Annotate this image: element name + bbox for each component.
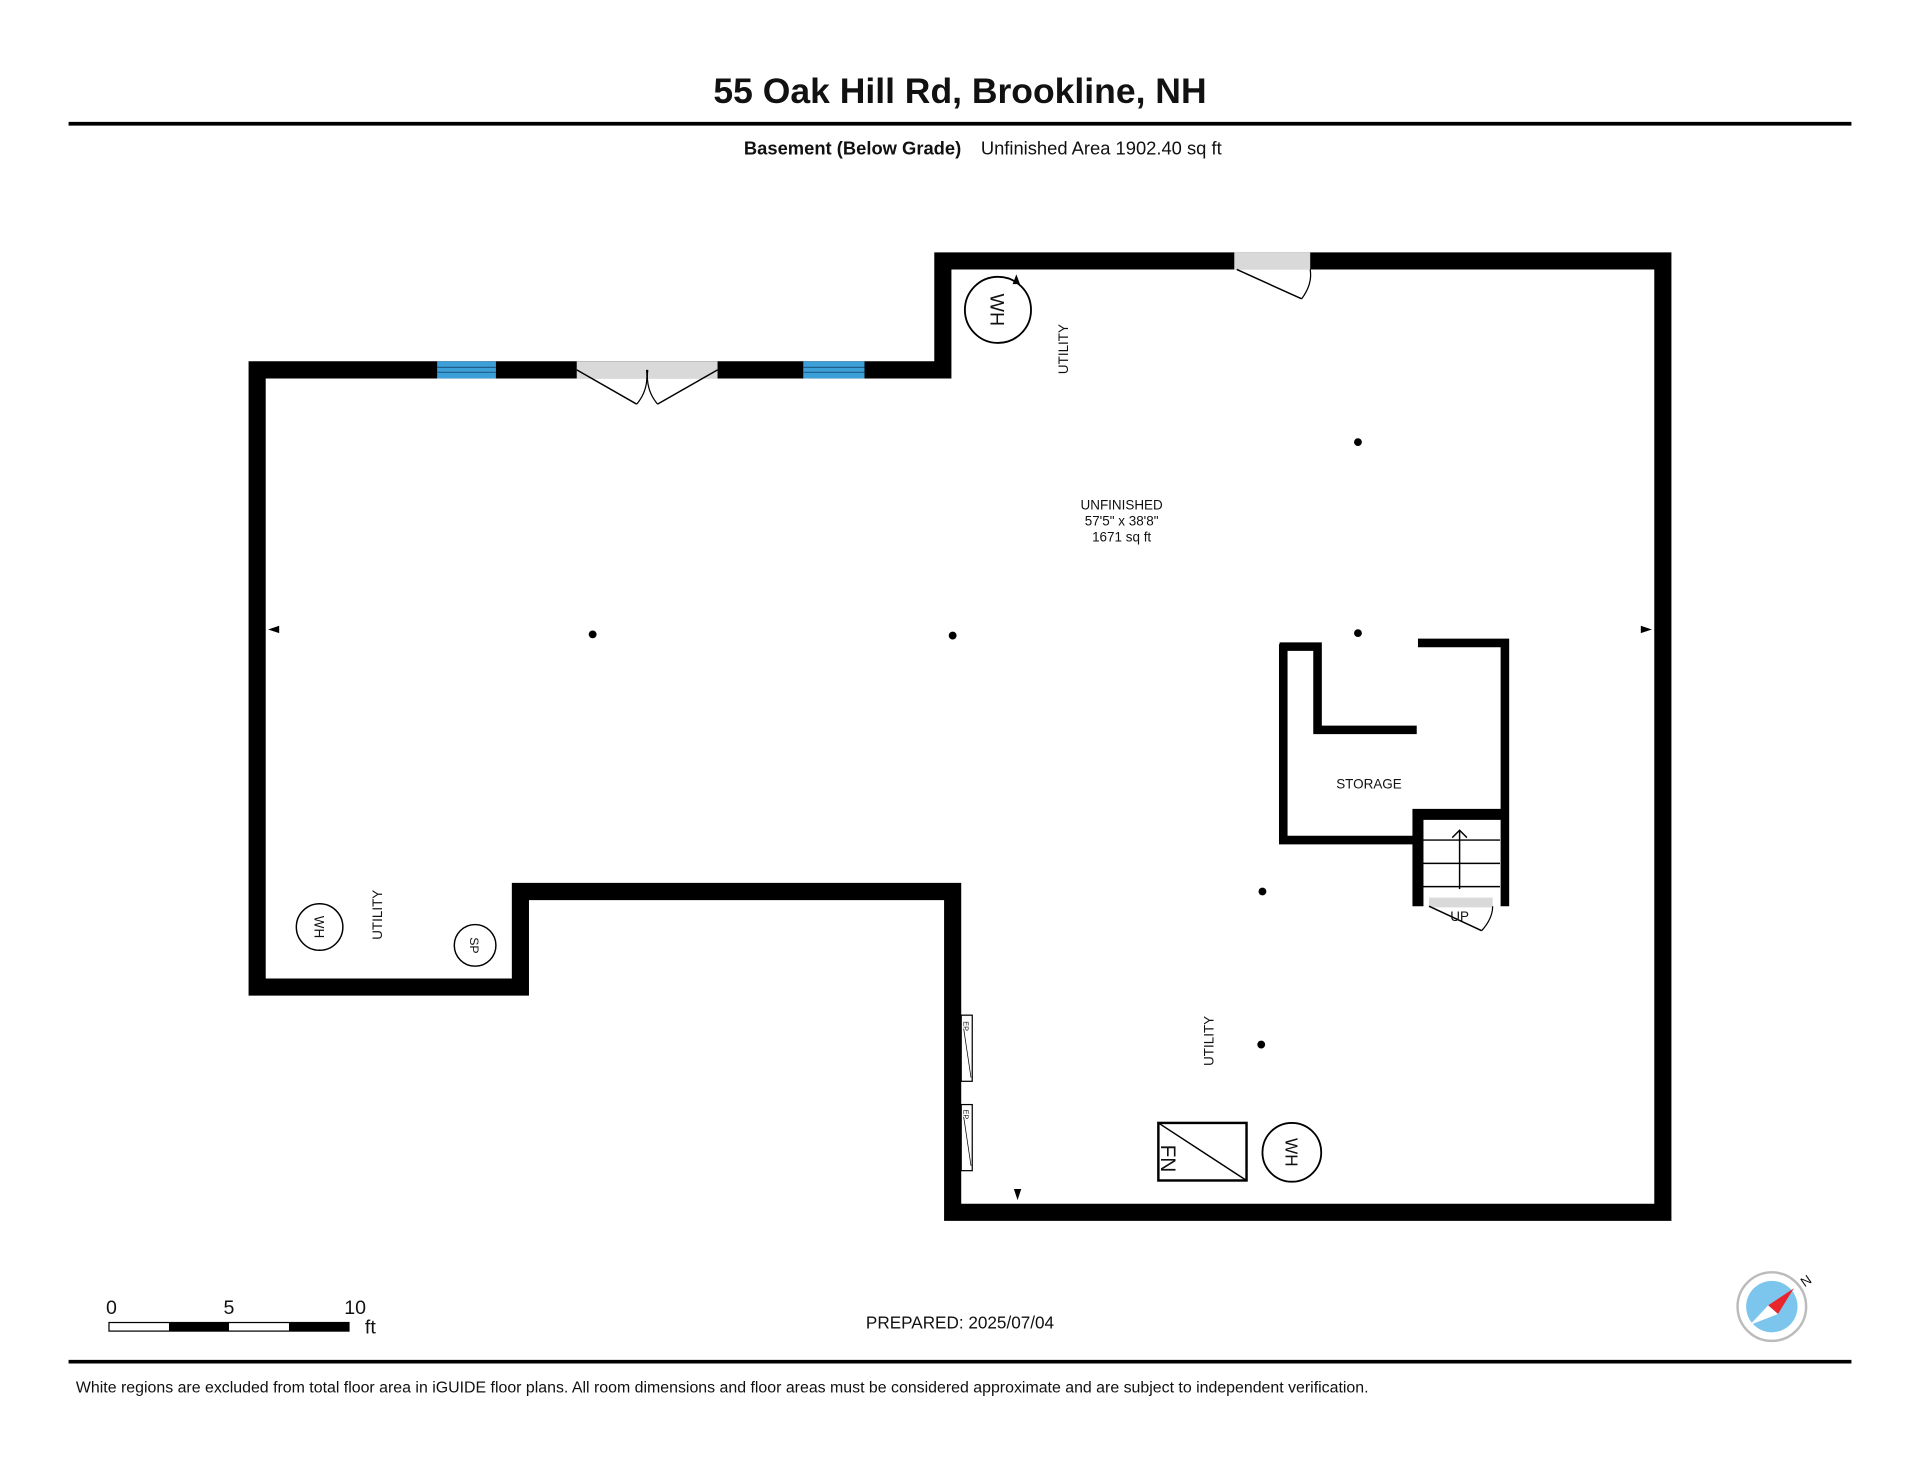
svg-text:0: 0 [106, 1297, 117, 1319]
room-dimensions: 57'5" x 38'8" [1085, 513, 1159, 528]
svg-text:5: 5 [224, 1297, 235, 1319]
storage-wall [1279, 642, 1417, 735]
scale-bar: 0 5 10 ft [106, 1297, 376, 1339]
svg-text:EP: EP [962, 1021, 971, 1031]
svg-text:FN: FN [1156, 1145, 1179, 1173]
utility-label: UTILITY [1201, 1016, 1216, 1066]
stairs-label: UP [1450, 909, 1469, 924]
compass-icon: N [1736, 1271, 1814, 1343]
room-name: UNFINISHED [1081, 497, 1164, 512]
sump-pump-icon: SP [453, 923, 497, 967]
svg-text:WH: WH [312, 916, 327, 938]
storage-wall [1417, 638, 1510, 907]
svg-text:ft: ft [365, 1317, 376, 1339]
utility-label: UTILITY [370, 890, 385, 940]
svg-text:EP: EP [962, 1109, 971, 1119]
storage-label: STORAGE [1336, 777, 1402, 792]
door [1234, 252, 1312, 300]
furnace-icon: FN [1156, 1121, 1248, 1182]
support-post [588, 438, 1362, 1049]
disclaimer: White regions are excluded from total fl… [76, 1379, 1369, 1396]
utility-label: UTILITY [1056, 324, 1071, 374]
exterior-wall [248, 252, 1672, 1221]
page-title: 55 Oak Hill Rd, Brookline, NH [713, 71, 1206, 111]
svg-text:10: 10 [344, 1297, 366, 1319]
svg-text:WH: WH [1282, 1138, 1302, 1167]
floor-label: Basement (Below Grade) [744, 137, 961, 158]
window [437, 361, 496, 379]
svg-text:WH: WH [986, 294, 1008, 327]
area-label: Unfinished Area 1902.40 sq ft [981, 137, 1222, 158]
double-door [576, 361, 718, 405]
dimension-arrow [268, 625, 1652, 1201]
water-heater-icon: WH [963, 274, 1032, 344]
electrical-panel-icon: EP [960, 1014, 973, 1082]
water-heater-icon: WH [1261, 1122, 1323, 1183]
room-area: 1671 sq ft [1092, 529, 1151, 544]
electrical-panel-icon: EP [960, 1103, 973, 1172]
stairs [1412, 808, 1505, 932]
window [803, 361, 865, 379]
svg-text:SP: SP [467, 937, 481, 953]
water-heater-icon: WH [295, 903, 344, 952]
storage-wall [1278, 644, 1418, 845]
prepared-date: PREPARED: 2025/07/04 [866, 1313, 1055, 1333]
